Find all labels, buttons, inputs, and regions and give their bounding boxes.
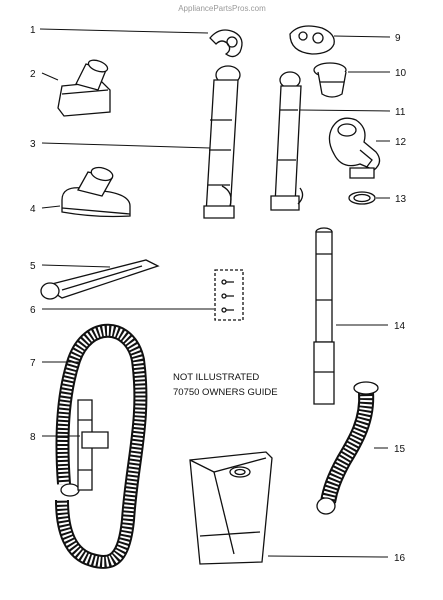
callout-14: 14 bbox=[394, 321, 406, 332]
part-10-coupling bbox=[313, 62, 347, 98]
callout-15: 15 bbox=[394, 444, 406, 455]
callout-8: 8 bbox=[30, 432, 36, 443]
part-15-short-hose bbox=[316, 381, 379, 515]
callout-9: 9 bbox=[395, 33, 401, 44]
note-line-2: 70750 OWNERS GUIDE bbox=[173, 387, 278, 398]
part-9-adapter bbox=[289, 25, 335, 55]
part-5-crevice-tool bbox=[40, 259, 160, 300]
part-4-floor-tool bbox=[61, 166, 131, 218]
callout-1: 1 bbox=[30, 25, 36, 36]
part-2-brush bbox=[57, 59, 111, 117]
callout-5: 5 bbox=[30, 261, 36, 272]
part-12-swivel-elbow bbox=[328, 117, 381, 179]
part-3-wand bbox=[203, 65, 241, 219]
part-6-screw-card bbox=[214, 269, 244, 321]
callout-2: 2 bbox=[30, 69, 36, 80]
callout-3: 3 bbox=[30, 139, 36, 150]
callout-11: 11 bbox=[395, 107, 406, 118]
callout-13: 13 bbox=[395, 194, 407, 205]
callout-7: 7 bbox=[30, 358, 36, 369]
part-14-telescopic-wand bbox=[313, 227, 335, 405]
callout-10: 10 bbox=[395, 68, 407, 79]
part-16-dust-bag bbox=[189, 451, 273, 565]
callout-12: 12 bbox=[395, 137, 407, 148]
part-8-hose-handle bbox=[77, 399, 109, 491]
callout-6: 6 bbox=[30, 305, 36, 316]
callout-16: 16 bbox=[394, 553, 406, 564]
watermark: AppliancePartsPros.com bbox=[178, 4, 266, 13]
part-11-extension-wand bbox=[270, 71, 304, 211]
part-13-gasket bbox=[348, 191, 376, 205]
part-1-clip bbox=[209, 29, 243, 58]
callout-4: 4 bbox=[30, 204, 36, 215]
note-line-1: NOT ILLUSTRATED bbox=[173, 372, 259, 383]
